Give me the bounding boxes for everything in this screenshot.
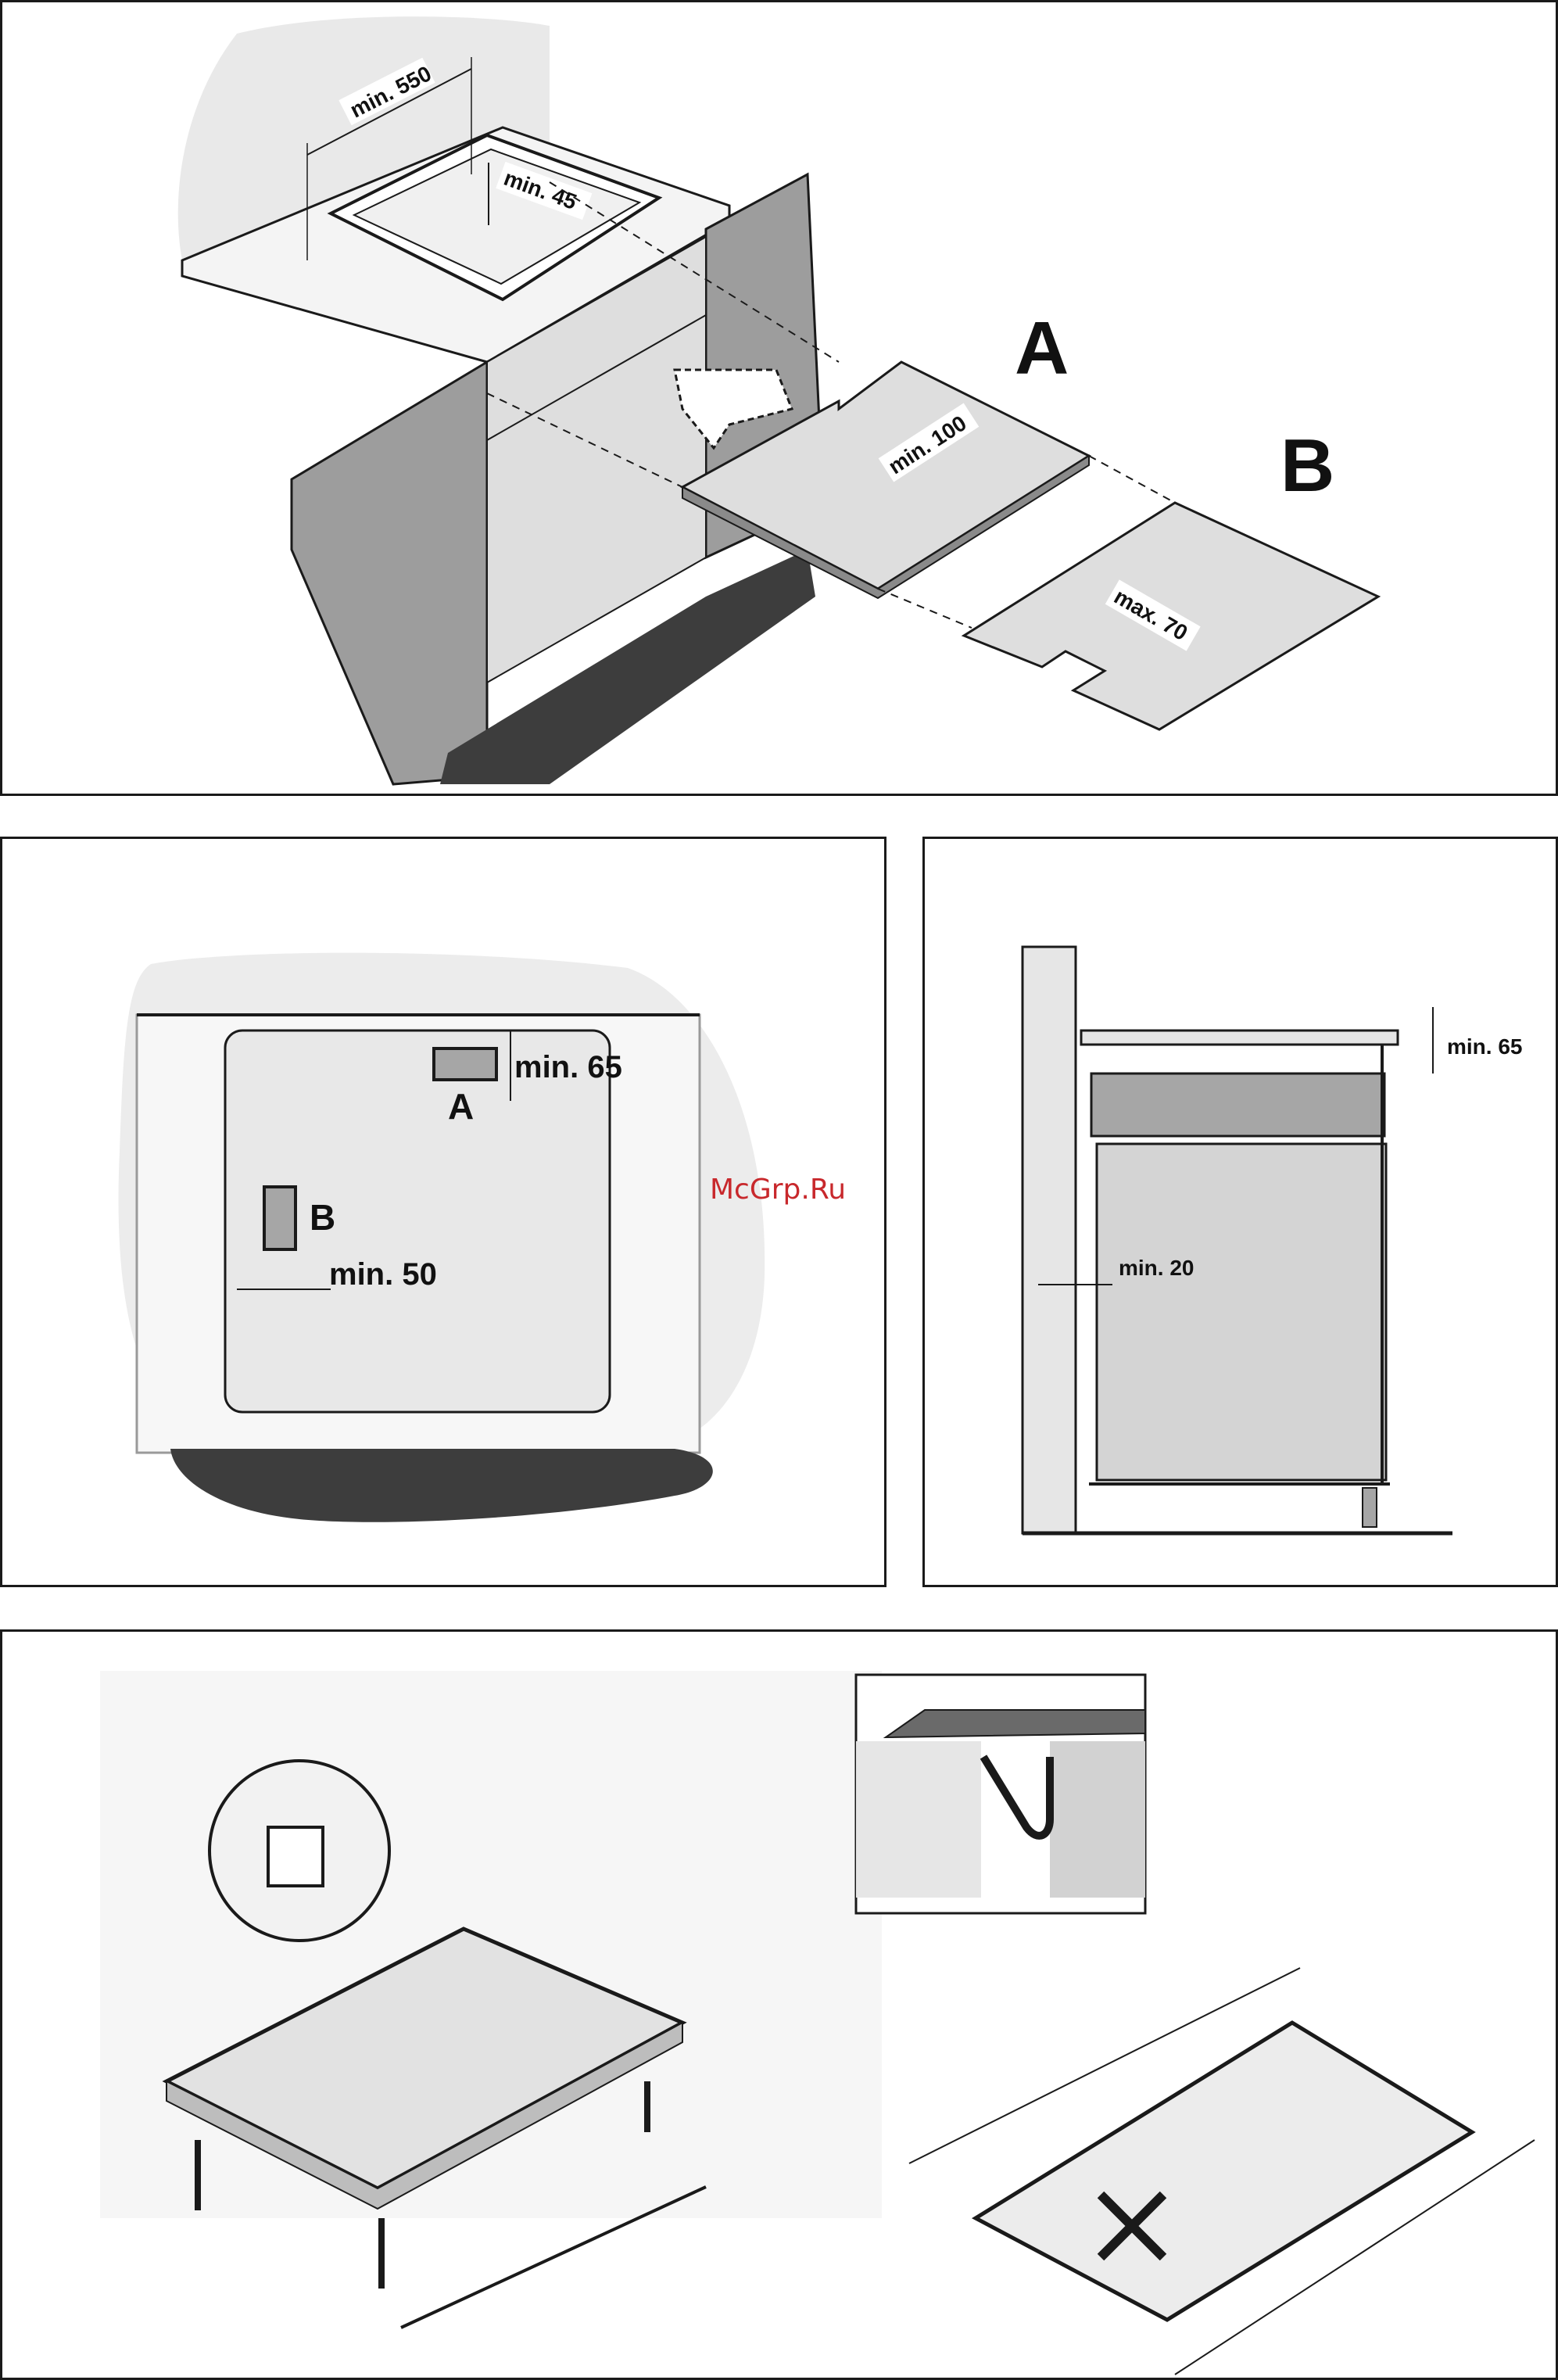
label-notch-a: A	[448, 1086, 474, 1127]
panel-side-section: min. 65 min. 20	[922, 837, 1558, 1587]
dim-label-min-65-front: min. 65	[514, 1050, 622, 1084]
panel-cutout-isometric: min. 550 min. 45 min. 100 A max. 70 B	[0, 0, 1558, 796]
panel-installation	[0, 1629, 1558, 2380]
watermark: McGrp.Ru	[710, 1174, 846, 1206]
dim-label-min-50: min. 50	[329, 1257, 437, 1292]
dim-label-min-20: min. 20	[1119, 1256, 1194, 1280]
front-view-drawing: min. 65 A B min. 50 McGrp.Ru	[2, 839, 886, 1587]
label-notch-b: B	[310, 1197, 335, 1238]
label-plate-b: B	[1280, 424, 1334, 507]
panel-front-view: min. 65 A B min. 50 McGrp.Ru	[0, 837, 886, 1587]
cutout-isometric-drawing: min. 550 min. 45 min. 100 A max. 70 B	[2, 2, 1558, 796]
side-section-drawing: min. 65 min. 20	[925, 839, 1558, 1587]
dim-label-min-65-side: min. 65	[1447, 1034, 1522, 1059]
installation-drawing	[2, 1632, 1558, 2380]
label-plate-a: A	[1015, 306, 1069, 390]
